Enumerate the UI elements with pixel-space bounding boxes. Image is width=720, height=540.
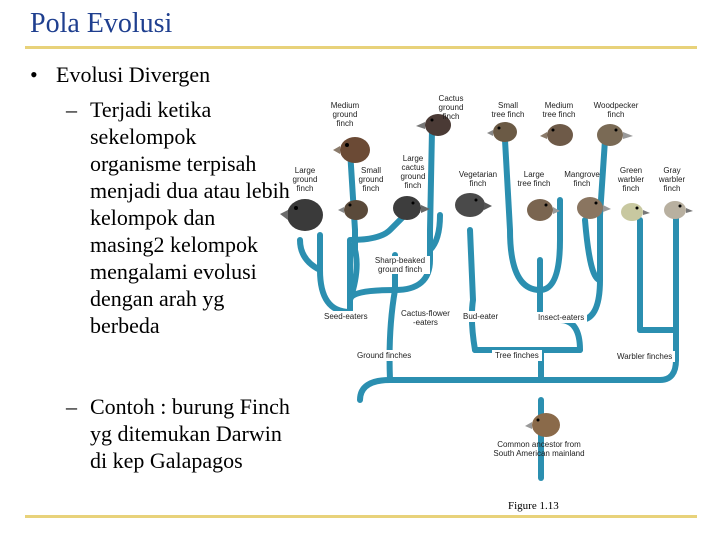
label-medium-ground-finch: Medium ground finch (330, 101, 360, 128)
sub-dash: – (66, 394, 77, 419)
cactus-branch (392, 127, 435, 293)
group-ground-finches: Ground finches (354, 350, 415, 361)
label-cactus-ground-finch: Cactus ground finch (438, 94, 464, 121)
group-cactus-flower-eaters: Cactus-flower -eaters (398, 308, 453, 328)
figure-caption: Figure 1.13 (508, 500, 559, 512)
label-small-ground-finch: Small ground finch (358, 166, 384, 193)
bullet-dot: • (30, 62, 38, 87)
label-large-ground-finch: Large ground finch (292, 166, 318, 193)
large-ground-finch-icon (280, 199, 323, 231)
gray-warbler-finch-icon (664, 201, 693, 219)
group-insect-eaters: Insect-eaters (535, 312, 588, 323)
vegetarian-finch-icon (455, 193, 492, 217)
label-medium-tree-finch: Medium tree finch (542, 101, 576, 119)
group-tree-finches: Tree finches (492, 350, 542, 361)
label-woodpecker-finch: Woodpecker finch (593, 101, 639, 119)
footer-rule (25, 515, 697, 518)
sub-dash: – (66, 97, 77, 122)
main-bullet: • Evolusi Divergen (30, 62, 210, 88)
sub-bullet-text: Contoh : burung Finch yg ditemukan Darwi… (90, 394, 290, 473)
label-green-warbler-finch: Green warbler finch (617, 166, 645, 193)
ancestor-finch-icon (525, 413, 560, 437)
large-tree-finch-icon (527, 199, 560, 221)
label-large-cactus-finch: Large cactus ground finch (400, 154, 426, 190)
label-large-tree-finch: Large tree finch (517, 170, 551, 188)
group-seed-eaters: Seed-eaters (321, 311, 371, 322)
label-sharp-beaked-finch: Sharp-beaked ground finch (370, 256, 430, 274)
group-warbler-finches: Warbler finches (614, 351, 676, 362)
woodpecker-finch-icon (597, 124, 633, 146)
sub-bullet-text: Terjadi ketika sekelompok organisme terp… (90, 97, 290, 338)
label-mangrove-finch: Mangrove finch (564, 170, 600, 188)
cactus-ground-finch-icon (416, 114, 451, 136)
medium-tree-finch-icon (540, 124, 573, 146)
large-cactus-finch-icon (393, 196, 430, 220)
label-vegetarian-finch: Vegetarian finch (458, 170, 498, 188)
label-small-tree-finch: Small tree finch (491, 101, 525, 119)
title-rule (25, 46, 697, 49)
medium-ground-finch-icon (333, 137, 370, 163)
small-ground-finch-icon (338, 200, 368, 220)
mangrove-finch-icon (577, 197, 611, 219)
slide-title: Pola Evolusi (30, 8, 173, 39)
green-warbler-finch-icon (621, 203, 650, 221)
main-bullet-text: Evolusi Divergen (56, 62, 211, 87)
label-common-ancestor: Common ancestor from South American main… (493, 440, 585, 458)
label-gray-warbler-finch: Gray warbler finch (658, 166, 686, 193)
group-bud-eater: Bud-eater (460, 311, 502, 322)
small-tree-finch-icon (487, 122, 517, 142)
